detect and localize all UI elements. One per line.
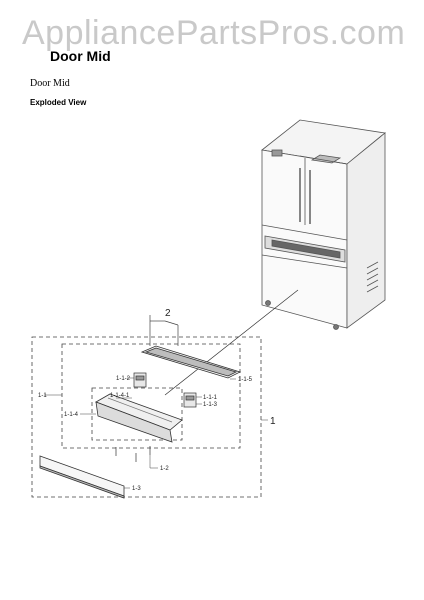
callout-1-1-5: 1-1-5 (238, 377, 253, 383)
assembly-boundary-1-1-4 (91, 387, 183, 441)
part-1-1-4-bar (95, 393, 183, 443)
callout-1-1-2: 1-1-2 (116, 376, 131, 382)
refrigerator-illustration (261, 119, 386, 330)
callout-leaders (44, 377, 268, 489)
part-2-bracket (149, 315, 179, 346)
part-1-2-pins (115, 446, 151, 462)
assembly-boundary-1-1 (61, 343, 241, 449)
part-1-1-2 (133, 372, 147, 388)
view-label: Exploded View (30, 98, 87, 107)
callout-2: 2 (165, 308, 171, 319)
callout-1-1-4: 1-1-4 (64, 412, 79, 418)
assembly-boundary-outer (31, 336, 262, 498)
callout-1: 1 (270, 416, 276, 427)
callout-1-1: 1-1 (38, 393, 47, 399)
callout-1-3: 1-3 (132, 486, 141, 492)
part-1-1-1 (183, 392, 197, 408)
part-1-1-5-frame (140, 345, 242, 379)
callout-1-1-1: 1-1-1 (203, 395, 218, 401)
page-title: Door Mid (50, 48, 111, 64)
callout-1-1-3: 1-1-3 (203, 402, 218, 408)
watermark-text: AppliancePartsPros.com (22, 14, 406, 52)
part-1-3-panel (39, 455, 125, 499)
page-subtitle: Door Mid (30, 78, 70, 89)
leader-line (164, 289, 299, 396)
callout-1-2: 1-2 (160, 466, 169, 472)
callout-1-1-4-1: 1-1-4-1 (110, 393, 130, 399)
